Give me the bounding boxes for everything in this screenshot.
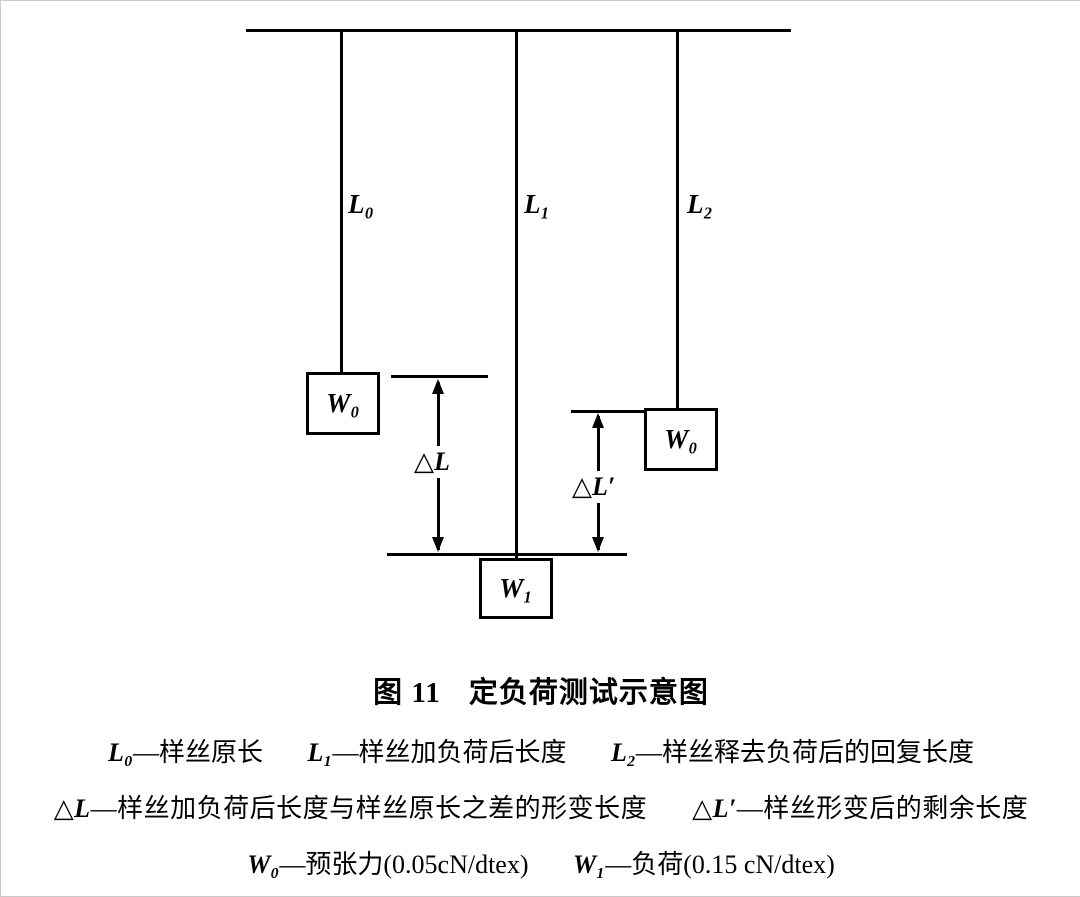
legend-item-W0: W₀—预张力(0.05cN/dtex)	[247, 844, 528, 881]
label-deltaL-text: △L	[414, 447, 450, 476]
weight-label-W0-left: W₀	[326, 388, 360, 418]
label-deltaL: △L	[409, 446, 455, 478]
legend-item-L0: L₀—样丝原长	[108, 732, 263, 769]
thread-L2	[676, 29, 679, 410]
figure-number: 图 11	[373, 677, 441, 709]
label-deltaLprime-text: △L′	[572, 472, 616, 501]
legend-desc-L2: —样丝释去负荷后的回复长度	[635, 738, 974, 767]
figure-caption: 图 11 定负荷测试示意图	[1, 669, 1080, 711]
legend-desc-W1: —负荷(0.15 cN/dtex)	[605, 850, 835, 879]
figure-title: 定负荷测试示意图	[468, 677, 709, 709]
legend-line-1: L₀—样丝原长 L₁—样丝加负荷后长度 L₂—样丝释去负荷后的回复长度	[1, 732, 1080, 769]
legend-item-deltaLprime: △L′—样丝形变后的剩余长度	[692, 788, 1028, 825]
legend-desc-L0: —样丝原长	[133, 738, 264, 767]
legend-desc-W0: —预张力(0.05cN/dtex)	[279, 850, 529, 879]
legend-desc-deltaLprime: —样丝形变后的剩余长度	[736, 794, 1029, 823]
weight-box-right: W₀	[644, 408, 718, 471]
ref-line-right-top	[571, 410, 644, 413]
deltaLprime-arrowhead-up-icon	[592, 413, 604, 428]
legend-symbol-W1: W₁	[573, 850, 606, 879]
label-L1: L₁	[524, 189, 550, 219]
weight-box-middle: W₁	[479, 558, 553, 619]
legend-item-W1: W₁—负荷(0.15 cN/dtex)	[573, 844, 835, 881]
thread-L0	[340, 29, 343, 374]
weight-box-left: W₀	[306, 372, 380, 435]
legend-item-L2: L₂—样丝释去负荷后的回复长度	[611, 732, 974, 769]
weight-label-W1: W₁	[499, 573, 533, 603]
deltaL-arrowhead-down-icon	[432, 537, 444, 552]
legend-desc-deltaL: —样丝加负荷后长度与样丝原长之差的形变长度	[90, 794, 648, 823]
deltaL-arrowhead-up-icon	[432, 379, 444, 394]
legend-line-2: △L—样丝加负荷后长度与样丝原长之差的形变长度 △L′—样丝形变后的剩余长度	[1, 788, 1080, 825]
legend-symbol-L1: L₁	[307, 738, 333, 767]
label-L0: L₀	[348, 189, 374, 219]
legend-symbol-W0: W₀	[247, 850, 280, 879]
ref-line-bottom	[387, 553, 627, 556]
legend-item-L1: L₁—样丝加负荷后长度	[308, 732, 567, 769]
weight-label-W0-right: W₀	[664, 424, 698, 454]
legend-symbol-L2: L₂	[610, 738, 636, 767]
legend-symbol-L0: L₀	[108, 738, 133, 767]
deltaLprime-arrowhead-down-icon	[592, 537, 604, 552]
legend-symbol-deltaLprime: △L′	[692, 794, 737, 823]
legend-desc-L1: —样丝加负荷后长度	[332, 738, 567, 767]
ref-line-left-top	[391, 375, 488, 378]
label-deltaLprime: △L′	[567, 471, 621, 503]
thread-L1	[515, 29, 518, 560]
support-bar	[246, 29, 791, 32]
legend-line-3: W₀—预张力(0.05cN/dtex) W₁—负荷(0.15 cN/dtex)	[1, 844, 1080, 881]
legend-symbol-deltaL: △L	[53, 794, 91, 823]
label-L2: L₂	[687, 189, 713, 219]
legend-item-deltaL: △L—样丝加负荷后长度与样丝原长之差的形变长度	[54, 788, 647, 825]
